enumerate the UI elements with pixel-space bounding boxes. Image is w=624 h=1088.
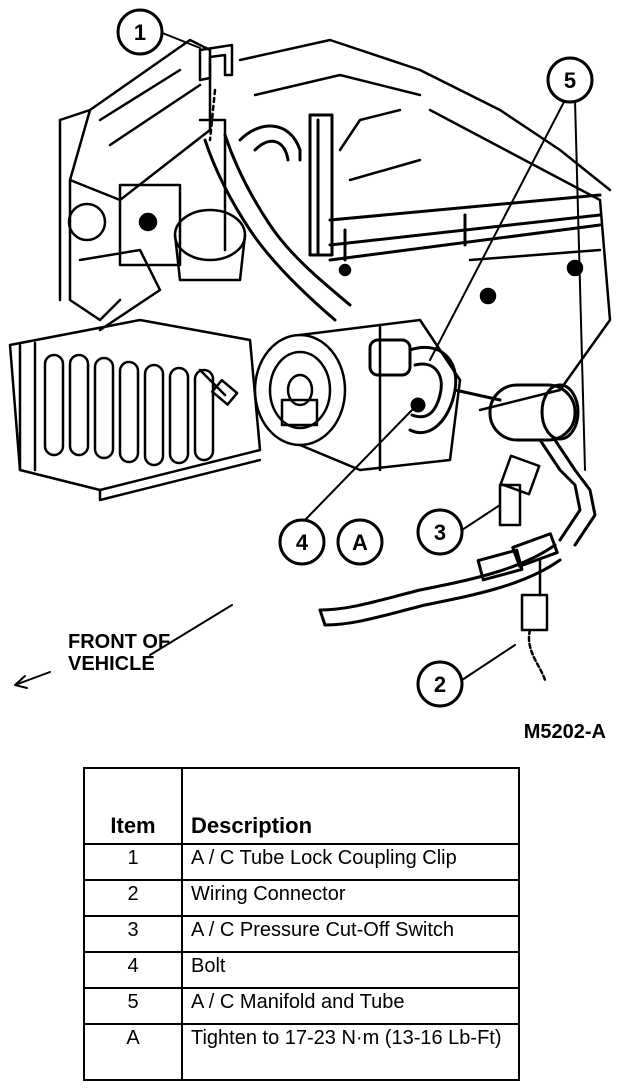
wiring-connector [198, 368, 549, 682]
svg-text:4: 4 [296, 530, 309, 555]
callout-1: 1 [116, 8, 164, 56]
table-row: 4 Bolt [83, 951, 520, 989]
item-cell: 4 [83, 951, 183, 989]
item-cell: A [83, 1023, 183, 1081]
pressure-switch [498, 454, 541, 527]
ac-manifold [368, 338, 597, 547]
table-row: 2 Wiring Connector [83, 879, 520, 917]
description-cell: A / C Tube Lock Coupling Clip [181, 843, 520, 881]
description-cell: A / C Manifold and Tube [181, 987, 520, 1025]
table-row: 1 A / C Tube Lock Coupling Clip [83, 843, 520, 881]
tube-lock-clip [198, 43, 234, 142]
svg-text:2: 2 [434, 672, 446, 697]
callout-4: 4 [278, 518, 326, 566]
radiator-support [58, 38, 227, 332]
callout-2: 2 [416, 660, 464, 708]
item-cell: 2 [83, 879, 183, 917]
ac-hose [318, 532, 562, 627]
front-grille [8, 318, 262, 502]
description-cell: Tighten to 17-23 N·m (13-16 Lb-Ft) [181, 1023, 520, 1081]
callout-5: 5 [546, 56, 594, 104]
svg-text:5: 5 [564, 68, 576, 93]
leader-lines [14, 31, 586, 689]
description-cell: Wiring Connector [181, 879, 520, 917]
item-cell: 3 [83, 915, 183, 953]
item-cell: 5 [83, 987, 183, 1025]
callout-3: 3 [416, 508, 464, 556]
accumulator [173, 208, 247, 282]
engine-block [238, 38, 612, 412]
item-cell: 1 [83, 843, 183, 881]
description-column-header: Description [181, 767, 520, 845]
item-column-header: Item [83, 767, 183, 845]
svg-text:3: 3 [434, 520, 446, 545]
front-of-vehicle-label-line2: VEHICLE [68, 653, 155, 675]
table-row: 3 A / C Pressure Cut-Off Switch [83, 915, 520, 953]
ac-manifold-diagram: 1 5 4 A 3 2 FRONT OF VEHICLE M5202-A [8, 8, 612, 743]
front-of-vehicle-label-line1: FRONT OF [68, 631, 170, 653]
table-row: A Tighten to 17-23 N·m (13-16 Lb-Ft) [83, 1023, 520, 1081]
figure-id: M5202-A [524, 721, 606, 743]
table-row: 5 A / C Manifold and Tube [83, 987, 520, 1025]
svg-text:1: 1 [134, 20, 146, 45]
description-cell: Bolt [181, 951, 520, 989]
svg-text:A: A [352, 530, 368, 555]
callout-A: A [336, 518, 384, 566]
parts-legend-table: Item Description 1 A / C Tube Lock Coupl… [83, 767, 520, 1081]
ac-compressor [253, 318, 462, 472]
ac-tubes [203, 113, 602, 322]
description-cell: A / C Pressure Cut-Off Switch [181, 915, 520, 953]
